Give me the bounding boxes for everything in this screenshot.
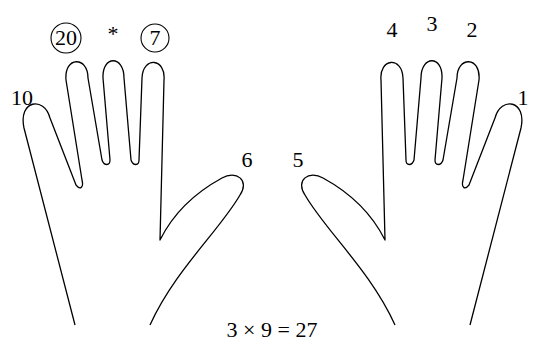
finger-number: 20 — [55, 27, 77, 49]
caption: 3 × 9 = 27 — [227, 319, 318, 341]
finger-number: 1 — [518, 87, 529, 109]
finger-number: 10 — [11, 87, 33, 109]
finger-number: 4 — [387, 19, 398, 41]
finger-number: 7 — [150, 27, 161, 49]
finger-number: 5 — [293, 149, 304, 171]
circled-number: 20 — [50, 22, 82, 54]
finger-number: 6 — [242, 149, 253, 171]
finger-number: 3 — [427, 13, 438, 35]
finger-number: * — [108, 23, 119, 45]
left-hand — [23, 61, 243, 325]
right-hand — [302, 61, 522, 325]
finger-number: 2 — [467, 19, 478, 41]
circled-number: 7 — [140, 23, 170, 53]
